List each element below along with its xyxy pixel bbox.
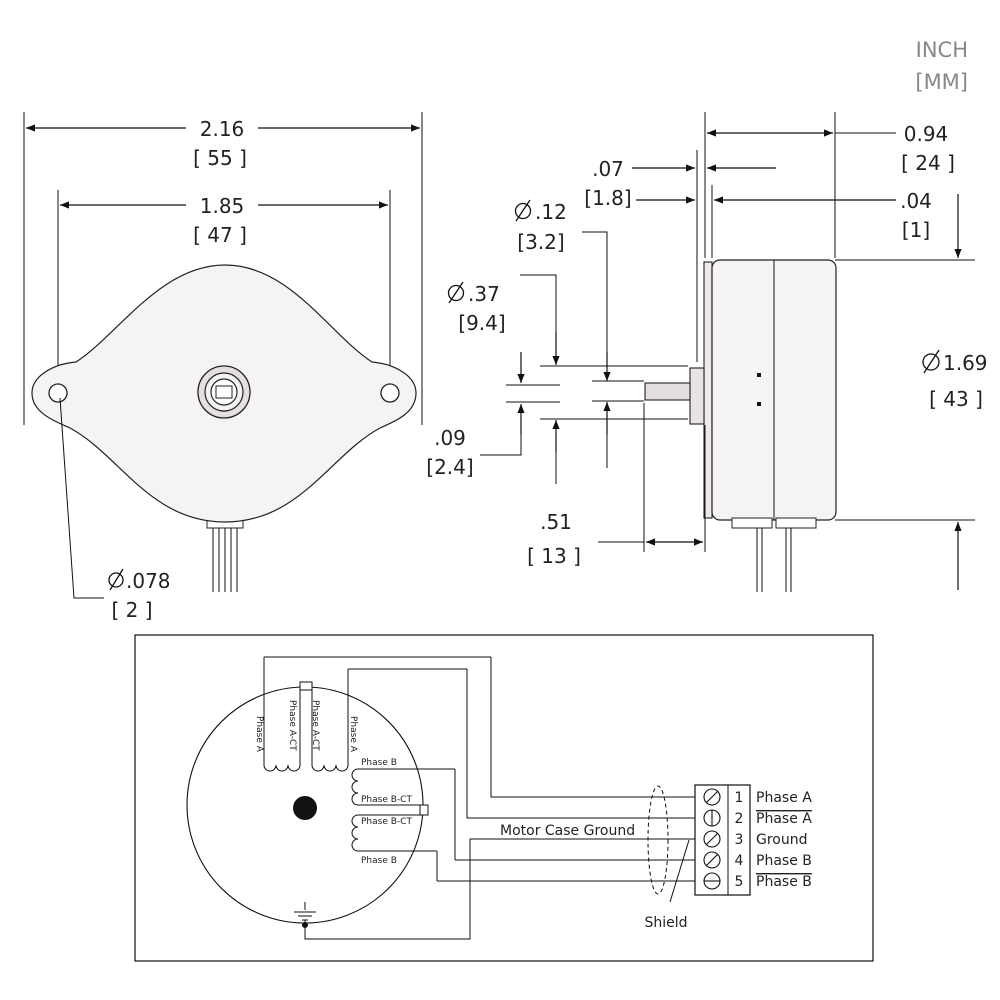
leader-boss-height [480,435,522,456]
dim-boss-height-mm: [2.4] [426,455,473,479]
coil-label-phase-b-bottom: Phase B [361,856,397,866]
coil-label-phase-b-ct-2: Phase B-CT [361,817,412,827]
dim-boss-diameter-inch: .37 [468,282,500,306]
terminal-label: Ground [756,832,808,848]
dim-hole-spacing-inch: 1.85 [200,194,245,218]
terminal-number: 2 [735,811,744,827]
dim-flange-thickness-mm: [1.8] [584,186,631,210]
dim-offset-mm: [1] [902,218,930,242]
dim-overall-width-inch: 2.16 [200,117,245,141]
wire-runs [304,657,704,940]
leader-shaft-diameter [582,231,608,360]
terminal-row: 4 Phase B [703,851,812,869]
coil-label-phase-a-ct-1: Phase A-CT [287,700,297,751]
screw-icon [703,851,721,869]
terminal-row: 3 Ground [703,830,808,848]
dim-hole-spacing-mm: [ 47 ] [193,223,247,247]
front-leads [206,517,244,592]
terminal-number: 4 [735,853,744,869]
terminal-number: 3 [735,832,744,848]
shield-ellipse [647,785,669,895]
dim-body-diameter-inch: 1.69 [943,351,988,375]
body-marker-2 [757,402,761,406]
terminal-row: 5 Phase B [703,872,812,890]
terminal-row: 2 Phase A [703,809,812,827]
diameter-symbol-body [922,349,940,374]
shield-label: Shield [644,915,687,931]
dim-offset-inch: .04 [900,189,932,213]
lead-exit-2 [775,517,817,529]
dim-overall-width-mm: [ 55 ] [193,146,247,170]
rotor-dot [293,796,317,820]
coil-label-phase-a-right: Phase A [348,716,358,753]
diameter-symbol-shaft [514,199,532,222]
front-view: 2.16 [ 55 ] 1.85 [ 47 ] [23,112,423,622]
terminal-number: 1 [735,790,744,806]
terminal-label: Phase A [756,790,812,806]
side-boss [689,367,705,425]
coil-label-phase-a-left: Phase A [254,716,264,753]
terminal-label: Phase B [756,874,812,890]
screw-icon [703,788,721,806]
units-mm-label: [MM] [915,70,968,94]
coil-label-phase-b-ct-1: Phase B-CT [361,795,412,805]
screw-icon [703,830,721,848]
coil-label-phase-a-ct-2: Phase A-CT [310,700,320,751]
diameter-symbol-hole [108,568,124,591]
dim-shaft-diameter-mm: [3.2] [517,230,564,254]
dim-boss-diameter-mm: [9.4] [458,311,505,335]
motor-case-ground-label: Motor Case Ground [500,823,635,839]
side-shaft [644,382,691,401]
dim-shaft-length-mm: [ 13 ] [527,544,581,568]
terminal-number: 5 [735,874,744,890]
phase-b-coils [351,768,456,881]
wiring-diagram: Phase A Phase A-CT Phase A-CT Phase A Ph… [134,634,874,962]
dim-shaft-length-inch: .51 [540,510,572,534]
units-legend: INCH [MM] [915,38,968,94]
shaft-boss [197,365,251,419]
dim-body-diameter-mm: [ 43 ] [929,387,983,411]
dim-shaft-diameter-inch: .12 [535,200,567,224]
units-inch-label: INCH [916,38,968,62]
diameter-symbol-boss [447,281,465,304]
terminal-label: Phase B [756,853,812,869]
dim-hole-diameter-inch: .078 [126,569,171,593]
leader-hole-diameter [59,397,104,599]
phase-a-coils [263,656,491,772]
ground-symbol [294,902,316,928]
side-view: .07 [1.8] 0.94 [ 24 ] .04 [1] 1.69 [ 43 … [426,112,988,592]
lead-exit-1 [731,517,773,529]
dim-flange-thickness-inch: .07 [592,157,624,181]
dim-hole-diameter-mm: [ 2 ] [111,598,152,622]
screw-icon [703,872,721,890]
dim-body-depth-inch: 0.94 [904,122,949,146]
leader-boss-diameter [520,274,557,338]
mount-hole-left [48,383,68,403]
dim-boss-height-inch: .09 [434,426,466,450]
terminal-row: 1 Phase A [703,788,812,806]
coil-label-phase-b-top: Phase B [361,758,397,768]
terminal-label: Phase A [756,811,812,827]
body-marker-1 [757,373,761,377]
screw-icon [703,809,721,827]
dim-body-depth-mm: [ 24 ] [901,151,955,175]
mount-hole-right [380,383,400,403]
